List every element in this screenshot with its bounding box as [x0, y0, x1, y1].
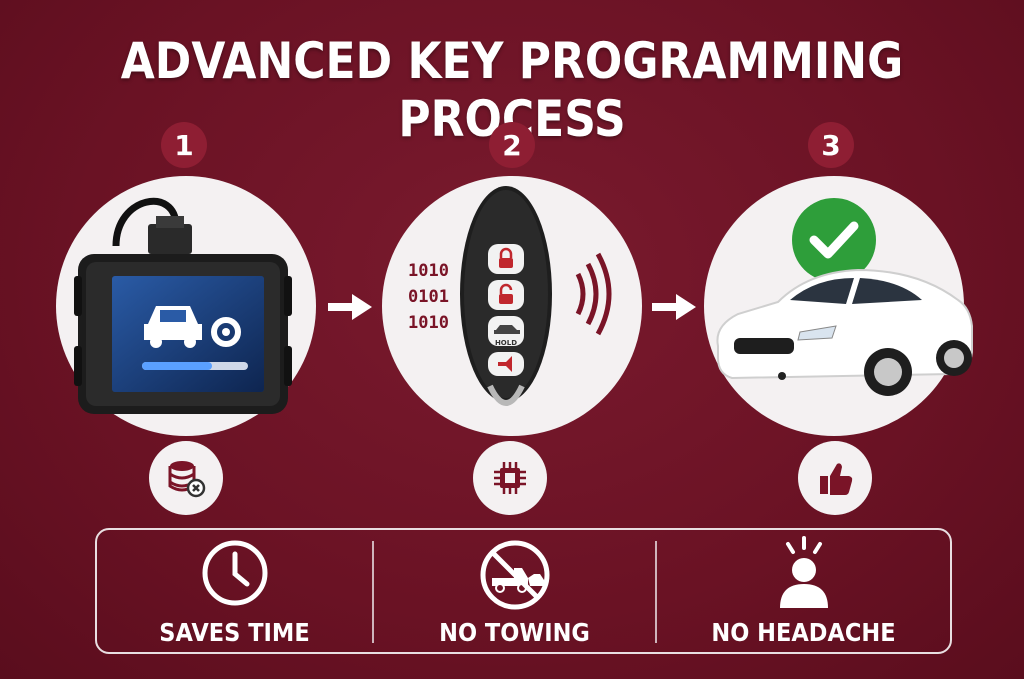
- person-alert-icon: [779, 536, 828, 608]
- smart-key-fob-icon: [460, 186, 612, 406]
- feature-label: SAVES TIME: [159, 618, 310, 647]
- diagnostic-scanner-icon: [74, 197, 292, 414]
- binary-line-3: 1010: [408, 313, 449, 333]
- fob-hold-label: HOLD: [494, 339, 518, 347]
- step-2-badge: [473, 441, 547, 515]
- chip-icon: [494, 462, 526, 494]
- feature-no-headache: NO HEADACHE: [657, 530, 950, 652]
- binary-line-2: 0101: [408, 287, 449, 307]
- panel-divider-2: [655, 541, 657, 643]
- binary-line-1: 1010: [408, 261, 449, 281]
- feature-no-towing: NO TOWING: [374, 530, 655, 652]
- step-number-3: 3: [808, 122, 854, 168]
- thumbs-up-icon: [820, 463, 853, 495]
- page-title: ADVANCED KEY PROGRAMMING PROCESS: [120, 32, 904, 148]
- database-remove-icon: [168, 461, 206, 498]
- panel-divider-1: [372, 541, 374, 643]
- step-1-circle: [56, 176, 316, 436]
- feature-label: NO TOWING: [439, 618, 590, 647]
- no-tow-truck-icon: [480, 540, 549, 610]
- step-number-2: 2: [489, 122, 535, 168]
- feature-label: NO HEADACHE: [711, 618, 896, 647]
- clock-icon: [202, 540, 267, 606]
- arrow-right-icon: [328, 294, 372, 320]
- step-3-badge: [798, 441, 872, 515]
- step-2-circle: 1010 0101 1010 HOLD: [382, 176, 642, 436]
- arrow-right-icon: [652, 294, 696, 320]
- step-number-1: 1: [161, 122, 207, 168]
- step-3-circle: [704, 176, 973, 436]
- white-sedan-icon: [716, 198, 973, 396]
- step-1-badge: [149, 441, 223, 515]
- benefits-panel: [95, 528, 952, 654]
- feature-saves-time: SAVES TIME: [97, 530, 372, 652]
